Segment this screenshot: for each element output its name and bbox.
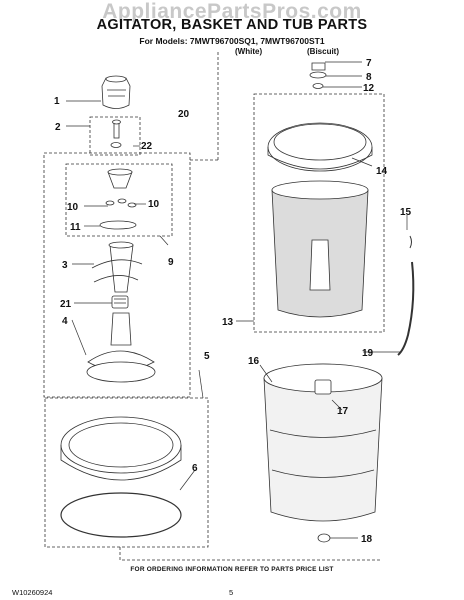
frame-part-9 [65, 163, 173, 237]
part-hose [397, 235, 415, 356]
variant-white: (White) [235, 47, 263, 56]
callout-6: 6 [192, 463, 198, 474]
callout-2: 2 [55, 122, 61, 133]
callout-12: 12 [363, 83, 375, 94]
part-agitator-base [86, 312, 156, 383]
callout-7: 7 [366, 58, 372, 69]
part-outer-tub [263, 363, 383, 543]
callout-10-right: 10 [148, 199, 160, 210]
frame-part-13 [253, 93, 385, 333]
watermark: AppliancePartsPros.com [102, 0, 362, 23]
callout-5: 5 [204, 351, 210, 362]
callout-17: 17 [337, 406, 349, 417]
callout-14: 14 [376, 166, 388, 177]
callout-22: 22 [141, 141, 153, 152]
callout-10-left: 10 [67, 202, 79, 213]
frame-part-5 [44, 397, 209, 548]
frame-part-20 [43, 152, 191, 398]
leader-lines [66, 61, 408, 539]
callout-11: 11 [70, 222, 81, 233]
callout-8: 8 [366, 72, 372, 83]
callout-16: 16 [248, 356, 260, 367]
callout-1: 1 [54, 96, 60, 107]
callout-19: 19 [362, 348, 374, 359]
part-agitator-cap [101, 75, 131, 109]
part-hub-nut [309, 62, 327, 89]
callout-4: 4 [62, 316, 68, 327]
callout-18: 18 [361, 534, 373, 545]
callout-20: 20 [178, 109, 190, 120]
callout-21: 21 [60, 299, 72, 310]
part-bolt-washer [110, 119, 122, 148]
part-tub-ring [60, 416, 182, 538]
models-line: For Models: 7MWT96700SQ1, 7MWT96700ST1 [139, 36, 325, 46]
page-title: AGITATOR, BASKET AND TUB PARTS [96, 17, 368, 33]
callout-13: 13 [222, 317, 234, 328]
part-agitator-dogs [99, 168, 137, 230]
assembly-guide-lines [119, 52, 380, 561]
ordering-note: FOR ORDERING INFORMATION REFER TO PARTS … [130, 566, 334, 573]
part-drive-bell [111, 295, 129, 309]
callout-15: 15 [400, 207, 412, 218]
callout-3: 3 [62, 260, 68, 271]
document-number: W10260924 [12, 588, 53, 597]
variant-biscuit: (Biscuit) [307, 47, 339, 56]
page-number: 5 [229, 588, 234, 597]
part-balance-ring [267, 122, 373, 172]
assembly-frames [43, 52, 385, 561]
callout-9: 9 [168, 257, 174, 268]
part-auger [91, 241, 143, 293]
frame-part-2 [89, 116, 141, 156]
part-basket [271, 180, 369, 318]
